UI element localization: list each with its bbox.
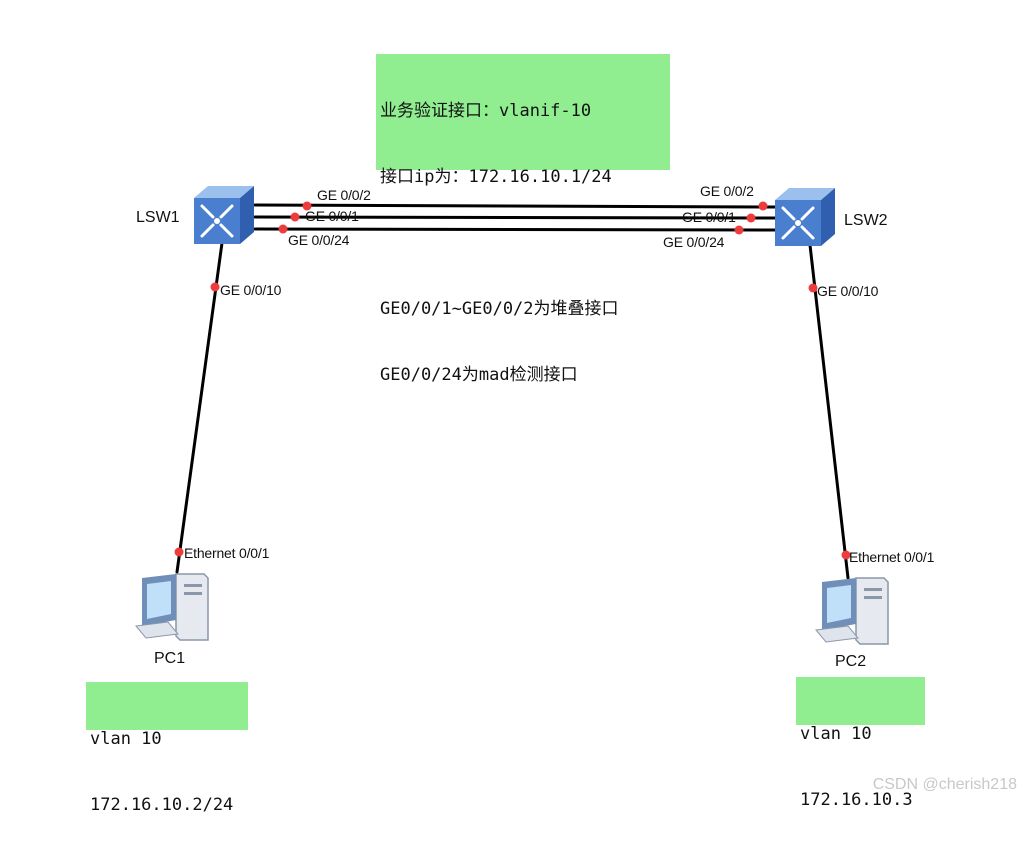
port-dot: [278, 224, 288, 234]
note-pc1: vlan 10 172.16.10.2/24: [86, 682, 248, 815]
note-line: 172.16.10.3: [800, 790, 913, 810]
device-label-pc2: PC2: [835, 653, 867, 670]
note-stack-info: 业务验证接口：vlanif-10 接口ip为：172.16.10.1/24 GE…: [376, 54, 670, 385]
note-line: vlan 10: [800, 724, 872, 744]
switch-icon[interactable]: [190, 184, 258, 246]
port-dot: [808, 283, 818, 293]
watermark: CSDN @cherish218: [872, 776, 1017, 793]
links-layer: [174, 201, 851, 580]
port-label: Ethernet 0/0/1: [184, 545, 270, 561]
topology-canvas: 业务验证接口：vlanif-10 接口ip为：172.16.10.1/24 GE…: [86, 54, 1017, 815]
port-label: Ethernet 0/0/1: [849, 549, 935, 565]
port-label: GE 0/0/2: [317, 187, 371, 203]
note-line: [380, 232, 666, 254]
port-label: GE 0/0/10: [817, 283, 879, 299]
note-line: vlan 10: [90, 729, 162, 749]
note-line: GE0/0/24为mad检测接口: [380, 365, 578, 385]
port-dot: [734, 225, 744, 235]
port-label: GE 0/0/10: [220, 282, 282, 298]
port-dot: [758, 201, 768, 211]
pc-icon[interactable]: [132, 570, 212, 642]
note-line: GE0/0/1~GE0/0/2为堆叠接口: [380, 299, 619, 319]
device-label-lsw1: LSW1: [136, 209, 180, 226]
link-lsw2-pc2: [808, 243, 850, 580]
port-label: GE 0/0/1: [305, 208, 359, 224]
note-line: 接口ip为：172.16.10.1/24: [380, 167, 612, 187]
port-dot: [290, 212, 300, 222]
port-label: GE 0/0/1: [682, 209, 736, 225]
port-label: GE 0/0/24: [288, 232, 350, 248]
port-dot: [174, 547, 184, 557]
port-dot: [841, 550, 851, 560]
link-ge001: [253, 215, 777, 220]
link-ge0024: [253, 227, 777, 232]
link-lsw1-pc1: [175, 241, 224, 574]
port-dot: [210, 282, 220, 292]
note-line: 业务验证接口：vlanif-10: [380, 101, 592, 121]
port-label: GE 0/0/2: [700, 183, 754, 199]
switch-icon[interactable]: [771, 186, 839, 248]
port-dot: [746, 213, 756, 223]
pc-icon[interactable]: [812, 574, 892, 646]
device-label-lsw2: LSW2: [844, 212, 888, 229]
link-ge002: [253, 203, 777, 209]
note-line: 172.16.10.2/24: [90, 795, 234, 815]
port-label: GE 0/0/24: [663, 234, 725, 250]
device-label-pc1: PC1: [154, 650, 186, 667]
note-pc2: vlan 10 172.16.10.3: [796, 677, 925, 810]
port-dot: [302, 201, 312, 211]
